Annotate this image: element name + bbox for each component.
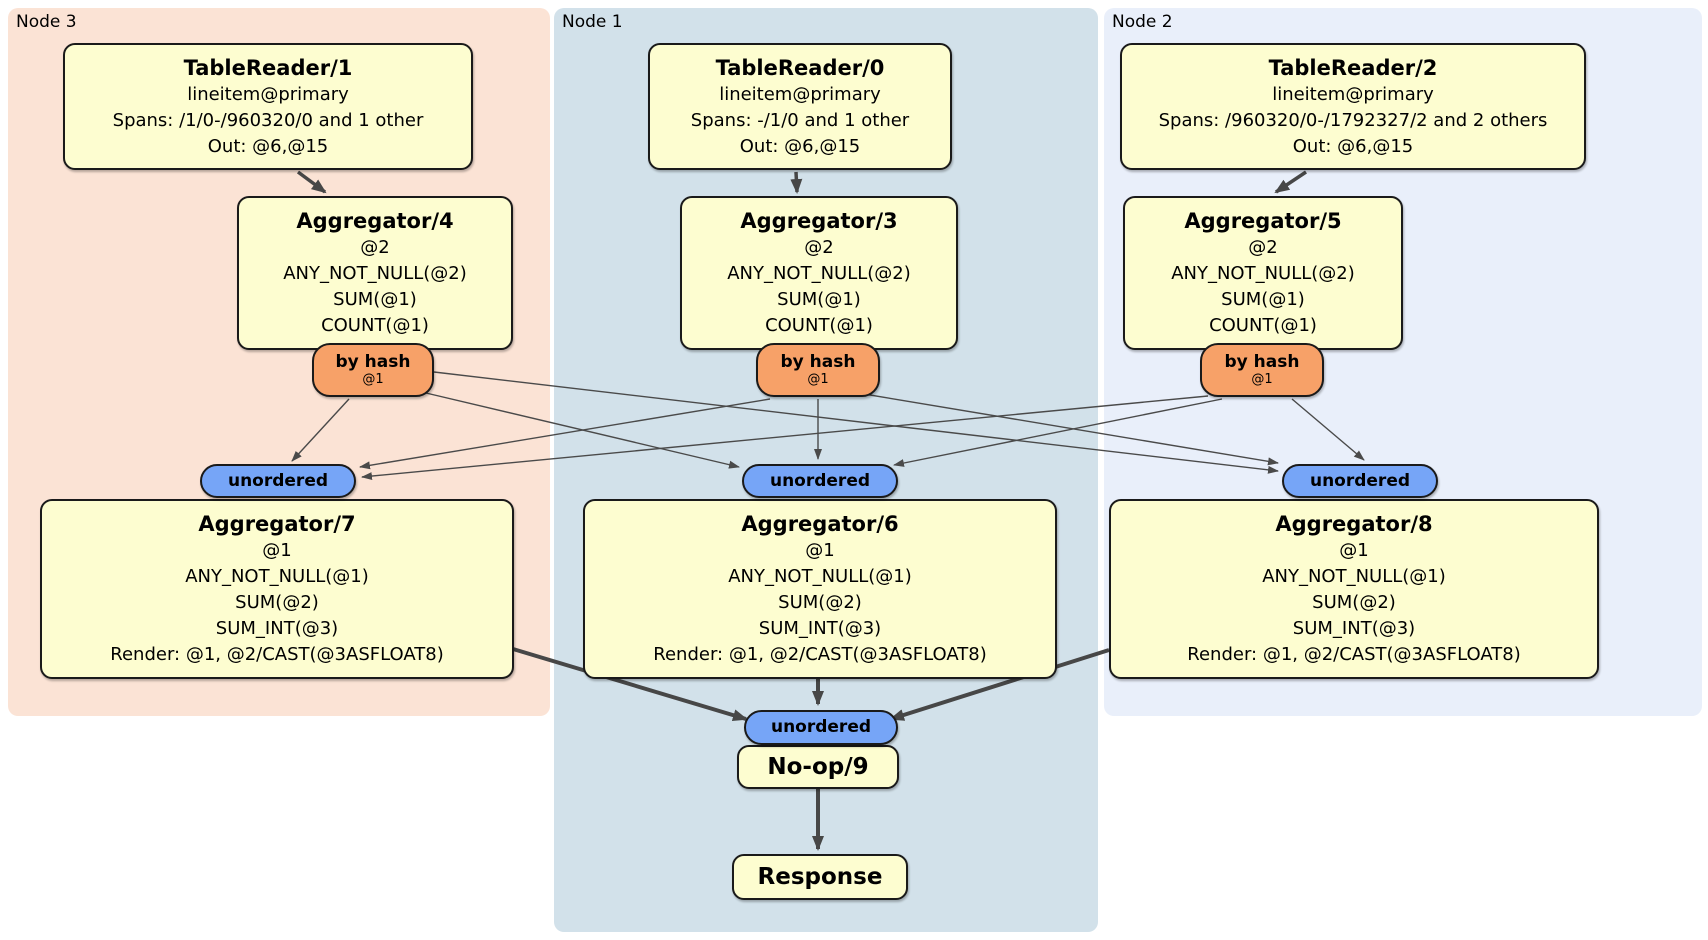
node3-label: Node 3 — [16, 12, 77, 32]
unordered-sync-node1: unordered — [742, 464, 898, 498]
processor-detail: Render: @1, @2/CAST(@3ASFLOAT8) — [1187, 644, 1521, 665]
processor-aggregator-8: Aggregator/8 @1 ANY_NOT_NULL(@1) SUM(@2)… — [1109, 499, 1599, 679]
processor-detail: @2 — [1248, 237, 1278, 258]
processor-tablereader-1: TableReader/1 lineitem@primary Spans: /1… — [63, 43, 473, 170]
processor-detail: ANY_NOT_NULL(@2) — [283, 263, 467, 284]
processor-detail: Out: @6,@15 — [207, 135, 329, 157]
processor-detail: ANY_NOT_NULL(@2) — [1171, 263, 1355, 284]
processor-tablereader-0: TableReader/0 lineitem@primary Spans: -/… — [648, 43, 952, 170]
processor-detail: SUM(@1) — [1221, 289, 1305, 310]
processor-detail: Render: @1, @2/CAST(@3ASFLOAT8) — [110, 644, 444, 665]
processor-title: TableReader/2 — [1268, 55, 1438, 80]
edge-tr2-agg5 — [1274, 170, 1307, 194]
hash-router-node3: by hash @1 — [312, 343, 434, 397]
edge-hash5-sync-node3 — [361, 395, 1209, 481]
unordered-sync-node3: unordered — [200, 464, 356, 498]
processor-detail: lineitem@primary — [187, 83, 349, 105]
processor-detail: SUM(@1) — [777, 289, 861, 310]
processor-title: Aggregator/6 — [741, 512, 899, 536]
router-detail: @1 — [362, 372, 384, 387]
sync-label: unordered — [769, 470, 871, 491]
processor-detail: Out: @6,@15 — [1292, 135, 1414, 157]
router-detail: @1 — [1251, 372, 1273, 387]
processor-detail: @2 — [804, 237, 834, 258]
processor-detail: @1 — [262, 540, 292, 561]
processor-aggregator-3: Aggregator/3 @2 ANY_NOT_NULL(@2) SUM(@1)… — [680, 196, 958, 350]
edge-hash3-sync-node3 — [359, 398, 771, 470]
processor-detail: lineitem@primary — [1272, 83, 1434, 105]
final-unordered-sync: unordered — [744, 710, 898, 745]
edge-hash4-sync-node3 — [291, 398, 350, 462]
node2-label: Node 2 — [1112, 12, 1173, 32]
processor-detail: COUNT(@1) — [1209, 315, 1317, 336]
processor-detail: Spans: /960320/0-/1792327/2 and 2 others — [1158, 109, 1548, 131]
sync-label: unordered — [227, 470, 329, 491]
router-label: by hash — [780, 352, 856, 372]
processor-detail: SUM(@2) — [235, 592, 319, 613]
processor-detail: SUM_INT(@3) — [1292, 618, 1416, 639]
processor-detail: Render: @1, @2/CAST(@3ASFLOAT8) — [653, 644, 987, 665]
node1-label: Node 1 — [562, 12, 623, 32]
processor-aggregator-7: Aggregator/7 @1 ANY_NOT_NULL(@1) SUM(@2)… — [40, 499, 514, 679]
processor-title: Response — [757, 864, 883, 890]
edge-tr0-agg3 — [790, 171, 803, 194]
edge-tr1-agg4 — [296, 170, 327, 194]
processor-detail: SUM_INT(@3) — [215, 618, 339, 639]
edge-hash5-sync-node1 — [893, 398, 1223, 467]
sync-label: unordered — [1309, 470, 1411, 491]
processor-detail: Spans: /1/0-/960320/0 and 1 other — [112, 109, 424, 131]
processor-detail: @1 — [1339, 540, 1369, 561]
sync-label: unordered — [770, 717, 872, 737]
processor-tablereader-2: TableReader/2 lineitem@primary Spans: /9… — [1120, 43, 1586, 170]
edge-hash3-sync-node2 — [863, 393, 1279, 466]
edge-agg8-finalsync — [889, 648, 1110, 721]
processor-detail: ANY_NOT_NULL(@1) — [1262, 566, 1446, 587]
processor-noop-9: No-op/9 — [737, 745, 899, 789]
response-box: Response — [732, 854, 908, 900]
router-label: by hash — [335, 352, 411, 372]
processor-detail: ANY_NOT_NULL(@2) — [727, 263, 911, 284]
processor-aggregator-4: Aggregator/4 @2 ANY_NOT_NULL(@2) SUM(@1)… — [237, 196, 513, 350]
processor-detail: Spans: -/1/0 and 1 other — [690, 109, 910, 131]
edge-hash4-sync-node2 — [433, 371, 1279, 474]
edge-agg7-finalsync — [512, 647, 748, 722]
processor-title: Aggregator/4 — [296, 209, 454, 233]
processor-detail: lineitem@primary — [719, 83, 881, 105]
processor-detail: SUM(@2) — [1312, 592, 1396, 613]
processor-title: Aggregator/7 — [198, 512, 356, 536]
processor-detail: SUM_INT(@3) — [758, 618, 882, 639]
processor-aggregator-6: Aggregator/6 @1 ANY_NOT_NULL(@1) SUM(@2)… — [583, 499, 1057, 679]
edge-hash5-sync-node2 — [1291, 398, 1365, 461]
processor-detail: @2 — [360, 237, 390, 258]
processor-title: Aggregator/5 — [1184, 209, 1342, 233]
processor-detail: SUM(@2) — [778, 592, 862, 613]
processor-detail: ANY_NOT_NULL(@1) — [728, 566, 912, 587]
unordered-sync-node2: unordered — [1282, 464, 1438, 498]
processor-detail: COUNT(@1) — [765, 315, 873, 336]
processor-detail: COUNT(@1) — [321, 315, 429, 336]
processor-title: Aggregator/8 — [1275, 512, 1433, 536]
processor-title: No-op/9 — [767, 754, 869, 780]
processor-detail: Out: @6,@15 — [739, 135, 861, 157]
hash-router-node2: by hash @1 — [1200, 343, 1324, 397]
processor-detail: SUM(@1) — [333, 289, 417, 310]
router-detail: @1 — [807, 372, 829, 387]
processor-title: TableReader/0 — [715, 55, 885, 80]
router-label: by hash — [1224, 352, 1300, 372]
processor-aggregator-5: Aggregator/5 @2 ANY_NOT_NULL(@2) SUM(@1)… — [1123, 196, 1403, 350]
processor-title: TableReader/1 — [183, 55, 353, 80]
processor-detail: @1 — [805, 540, 835, 561]
processor-title: Aggregator/3 — [740, 209, 898, 233]
processor-detail: ANY_NOT_NULL(@1) — [185, 566, 369, 587]
hash-router-node1: by hash @1 — [756, 343, 880, 397]
